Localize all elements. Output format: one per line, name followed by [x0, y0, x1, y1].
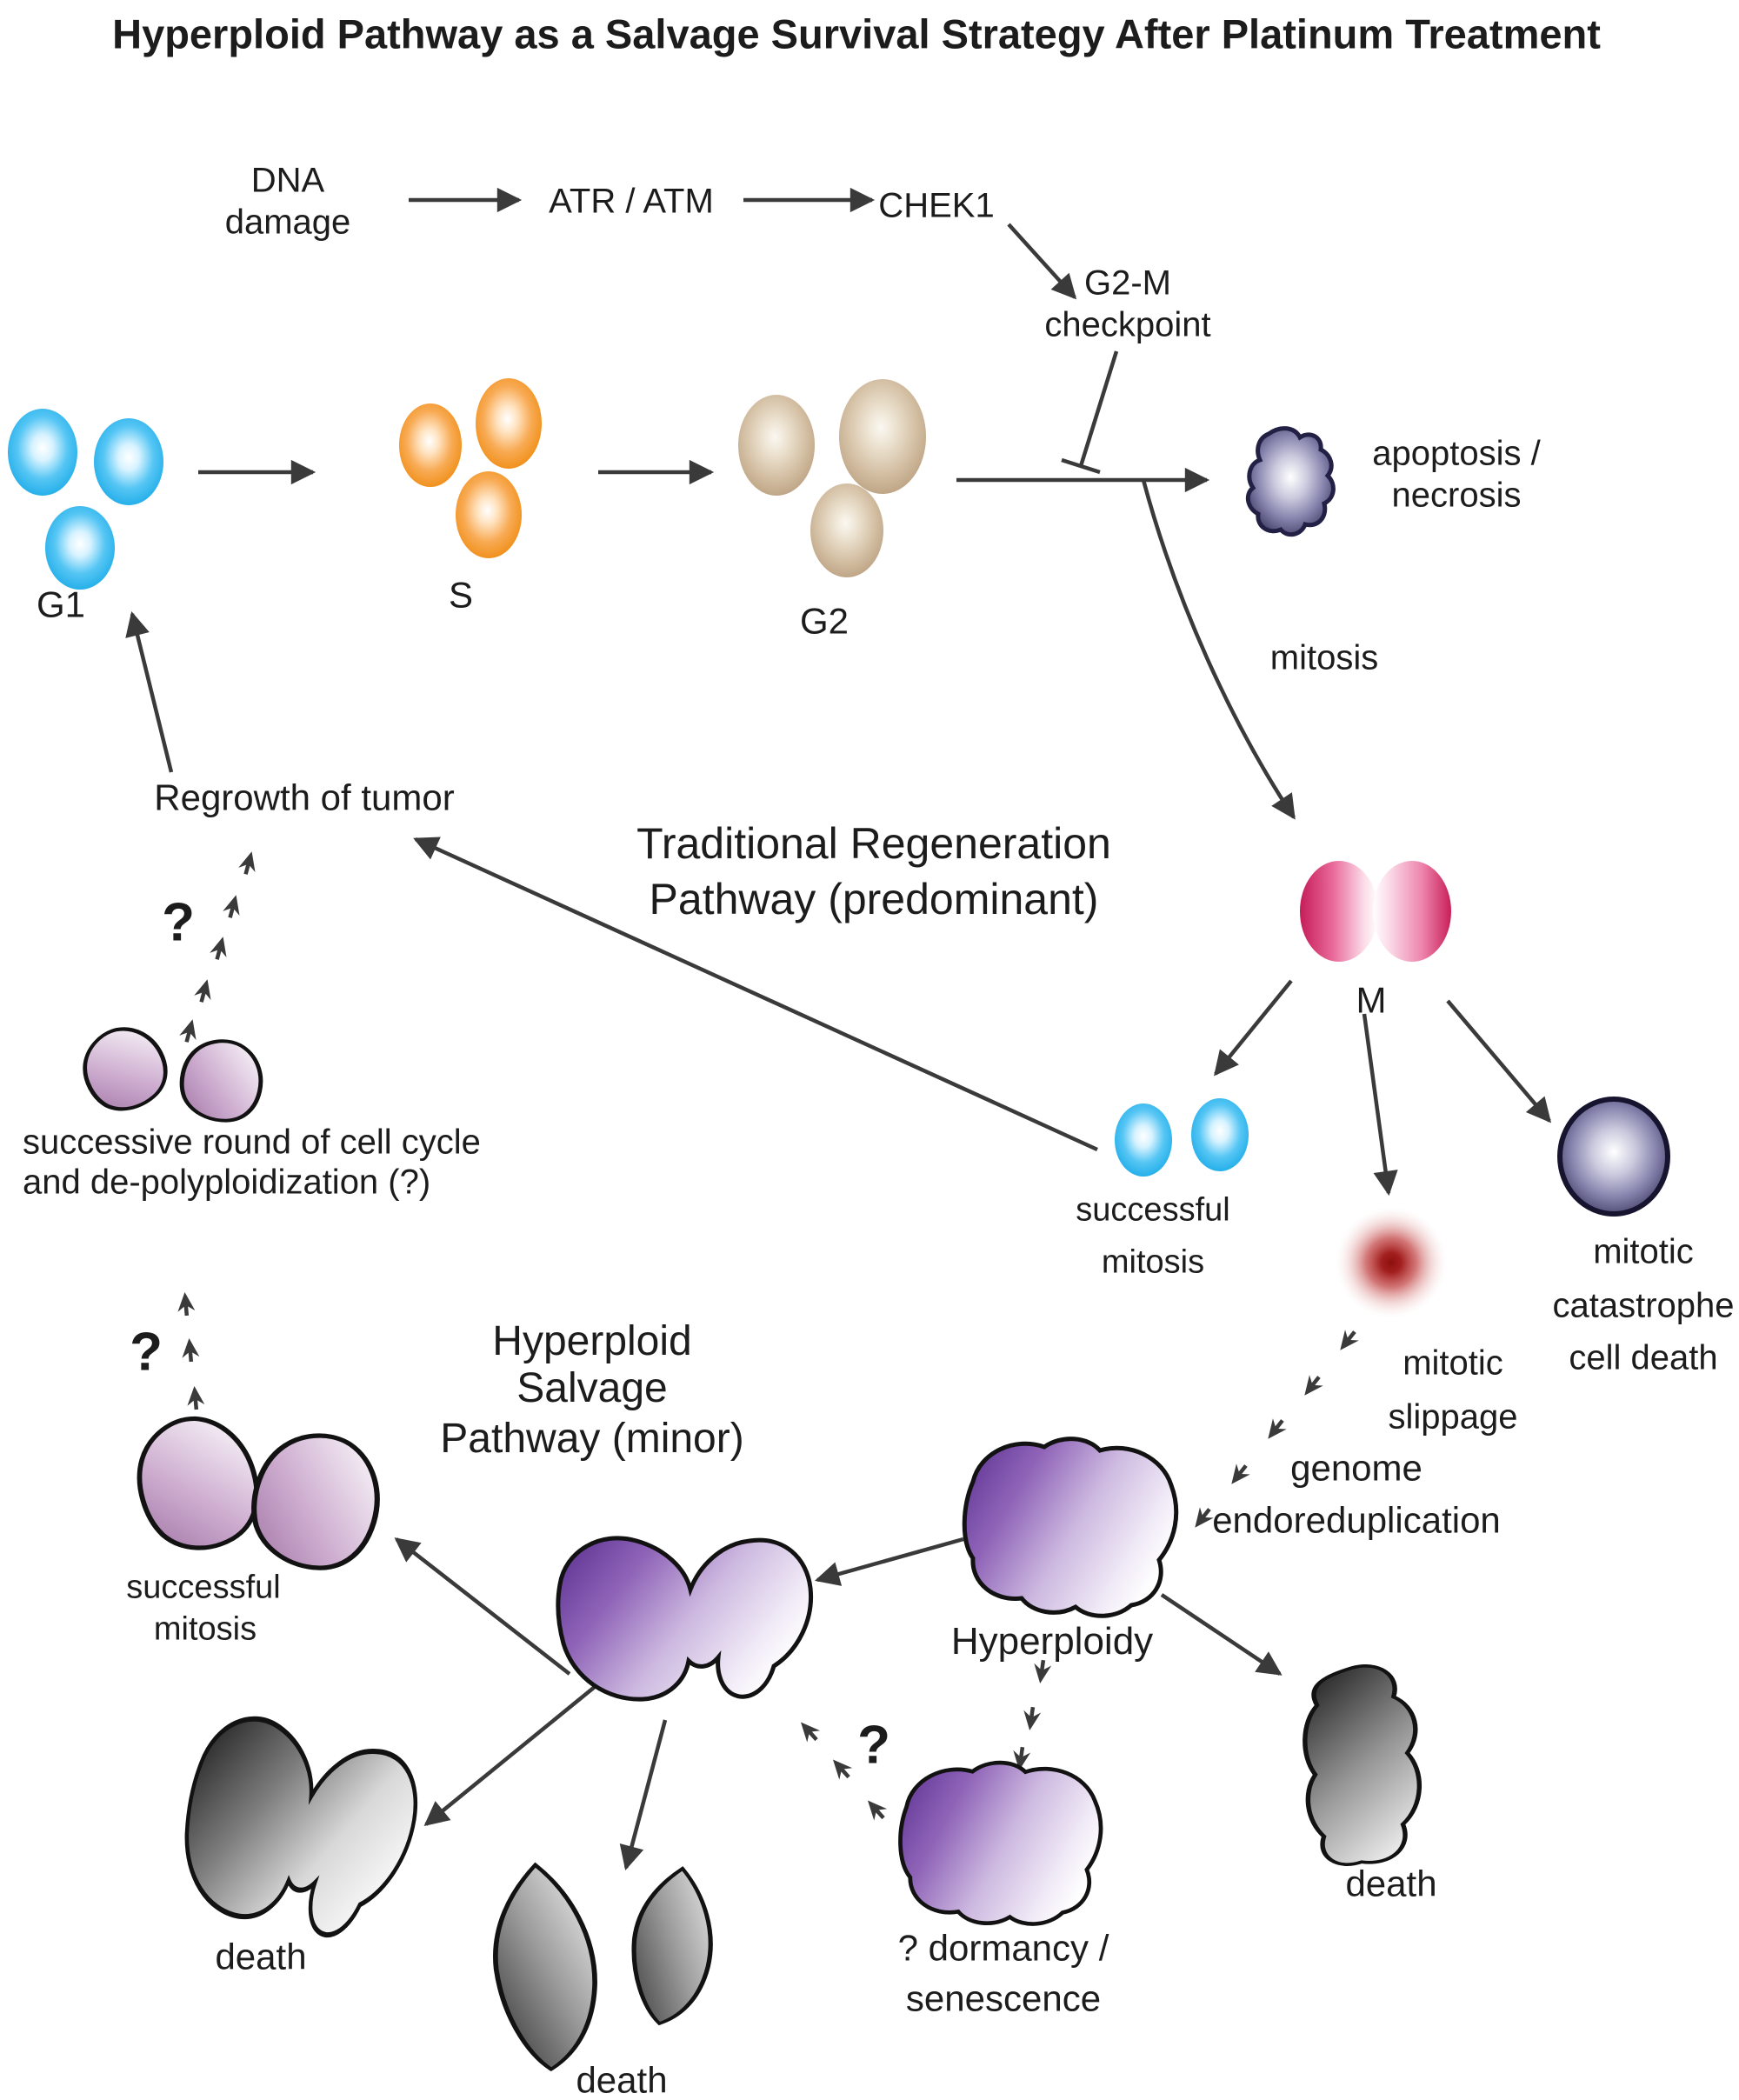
death-cells-bottom	[489, 1862, 723, 2073]
hyperploid-daughter-cell	[123, 1404, 272, 1563]
inhibition-tbar	[1061, 457, 1101, 475]
label-dormancy-2: senescence	[905, 1977, 1102, 2019]
label-mitotic-catastrophe-2: catastrophe	[1552, 1286, 1735, 1325]
arrow-traditional-to-regrowth	[413, 837, 1098, 1152]
label-successful-mitosis-hyperploid-2: mitosis	[153, 1610, 257, 1648]
label-successful-mitosis-blue-2: mitosis	[1101, 1243, 1205, 1281]
arrow-hyperploidy-to-division	[814, 1537, 964, 1586]
m-cell-left-lobe	[1300, 861, 1378, 962]
label-m: M	[1356, 979, 1387, 1021]
arrow-chek1-to-checkpoint	[1007, 223, 1077, 300]
s-cell	[476, 378, 542, 469]
label-traditional-pathway-2: Pathway (predominant)	[649, 875, 1099, 923]
g2-cell	[810, 483, 883, 577]
arrow-regrowth-to-g1	[125, 610, 174, 773]
question-mark-lower: ?	[130, 1322, 163, 1383]
death-cell-right	[1301, 1663, 1423, 1866]
depolyploidized-cell	[70, 1015, 178, 1123]
dashed-chain-successful-to-successive	[177, 1291, 205, 1410]
question-mark-dormancy: ?	[857, 1715, 890, 1776]
daughter-cell	[1191, 1098, 1249, 1171]
hyperploid-daughter-cell	[241, 1423, 391, 1580]
label-mitosis: mitosis	[1269, 638, 1379, 677]
label-apoptosis-1: apoptosis /	[1372, 434, 1541, 473]
label-apoptosis-2: necrosis	[1391, 476, 1522, 515]
successful-mitosis-cells-hyperploid	[123, 1404, 392, 1580]
label-mitotic-catastrophe-3: cell death	[1569, 1338, 1718, 1377]
death-cell-left	[166, 1708, 430, 1952]
label-hyperploidy: Hyperploidy	[950, 1620, 1154, 1663]
successful-mitosis-cells-diploid	[1115, 1098, 1249, 1177]
s-cell	[399, 403, 462, 487]
arrow-division-to-successful	[394, 1537, 571, 1676]
label-death-left: death	[215, 1936, 307, 1977]
label-mitotic-slippage-2: slippage	[1388, 1397, 1518, 1437]
question-mark-upper: ?	[162, 892, 195, 953]
label-dormancy-1: ? dormancy /	[897, 1927, 1109, 1969]
label-dna-damage-2: damage	[224, 203, 351, 242]
label-chek1: CHEK1	[878, 186, 995, 225]
g1-cell	[8, 409, 77, 496]
label-s: S	[448, 574, 474, 616]
death-cell-fragment	[489, 1862, 601, 2073]
label-g2m-checkpoint-2: checkpoint	[1044, 305, 1211, 344]
arrow-division-to-death-left	[423, 1681, 602, 1826]
dormancy-senescence-cell	[896, 1757, 1106, 1930]
g1-cells	[8, 409, 163, 590]
label-regrowth-of-tumor: Regrowth of tumor	[154, 777, 455, 818]
m-cell	[1300, 861, 1451, 962]
apoptosis-cell	[1248, 429, 1333, 535]
label-g2m-checkpoint-1: G2-M	[1084, 263, 1171, 303]
label-salvage-pathway-1: Hyperploid	[492, 1318, 692, 1365]
label-atr-atm: ATR / ATM	[549, 182, 714, 221]
label-genome-endoreduplication-2: endoreduplication	[1212, 1499, 1501, 1541]
g2-cell	[839, 379, 926, 494]
s-cells	[399, 378, 542, 558]
arrow-m-to-successful-mitosis	[1214, 979, 1293, 1077]
hyperploidy-cell	[964, 1439, 1176, 1617]
label-mitotic-slippage-1: mitotic	[1403, 1343, 1503, 1383]
mitotic-slippage-cell	[1336, 1207, 1447, 1318]
label-successive-round-2: and de-polyploidization (?)	[23, 1163, 431, 1202]
arrow-hyperploidy-to-death-right	[1160, 1593, 1283, 1676]
s-cell	[456, 471, 522, 558]
g1-cell	[45, 506, 115, 590]
label-salvage-pathway-3: Pathway (minor)	[440, 1416, 744, 1463]
g1-cell	[94, 418, 163, 505]
page-title: Hyperploid Pathway as a Salvage Survival…	[112, 10, 1601, 57]
m-cell-right-lobe	[1373, 861, 1451, 962]
g2-cells	[738, 379, 926, 577]
label-genome-endoreduplication-1: genome	[1290, 1447, 1423, 1489]
label-traditional-pathway-1: Traditional Regeneration	[636, 819, 1111, 868]
label-death-right: death	[1345, 1863, 1437, 1904]
dividing-hyperploid-cell	[558, 1538, 811, 1699]
depolyploidized-cell	[176, 1035, 267, 1126]
daughter-cell	[1115, 1103, 1172, 1177]
label-g2: G2	[799, 600, 850, 642]
inhibition-line	[1078, 350, 1119, 467]
label-dna-damage-1: DNA	[250, 161, 325, 200]
arrow-m-to-catastrophe	[1446, 999, 1552, 1123]
label-successful-mitosis-blue-1: successful	[1076, 1191, 1230, 1229]
label-mitotic-catastrophe-1: mitotic	[1593, 1232, 1694, 1271]
dashed-chain-hyperploidy-to-dormancy	[1010, 1659, 1052, 1772]
arrow-m-to-slippage	[1362, 1013, 1398, 1197]
arrows	[125, 187, 1552, 1871]
death-cell-fragment	[622, 1863, 723, 2030]
label-salvage-pathway-2: Salvage	[516, 1365, 668, 1412]
label-death-bottom: death	[576, 2059, 668, 2100]
mitotic-catastrophe-cell	[1557, 1097, 1670, 1217]
label-successive-round-1: successive round of cell cycle	[23, 1123, 481, 1162]
depolyploidization-cells	[70, 1015, 267, 1126]
label-g1: G1	[36, 583, 86, 625]
arrow-division-to-death-bottom	[619, 1719, 668, 1871]
arrow-mitosis-to-m	[1141, 479, 1296, 820]
g2-cell	[738, 395, 815, 496]
label-successful-mitosis-hyperploid-1: successful	[126, 1569, 281, 1606]
